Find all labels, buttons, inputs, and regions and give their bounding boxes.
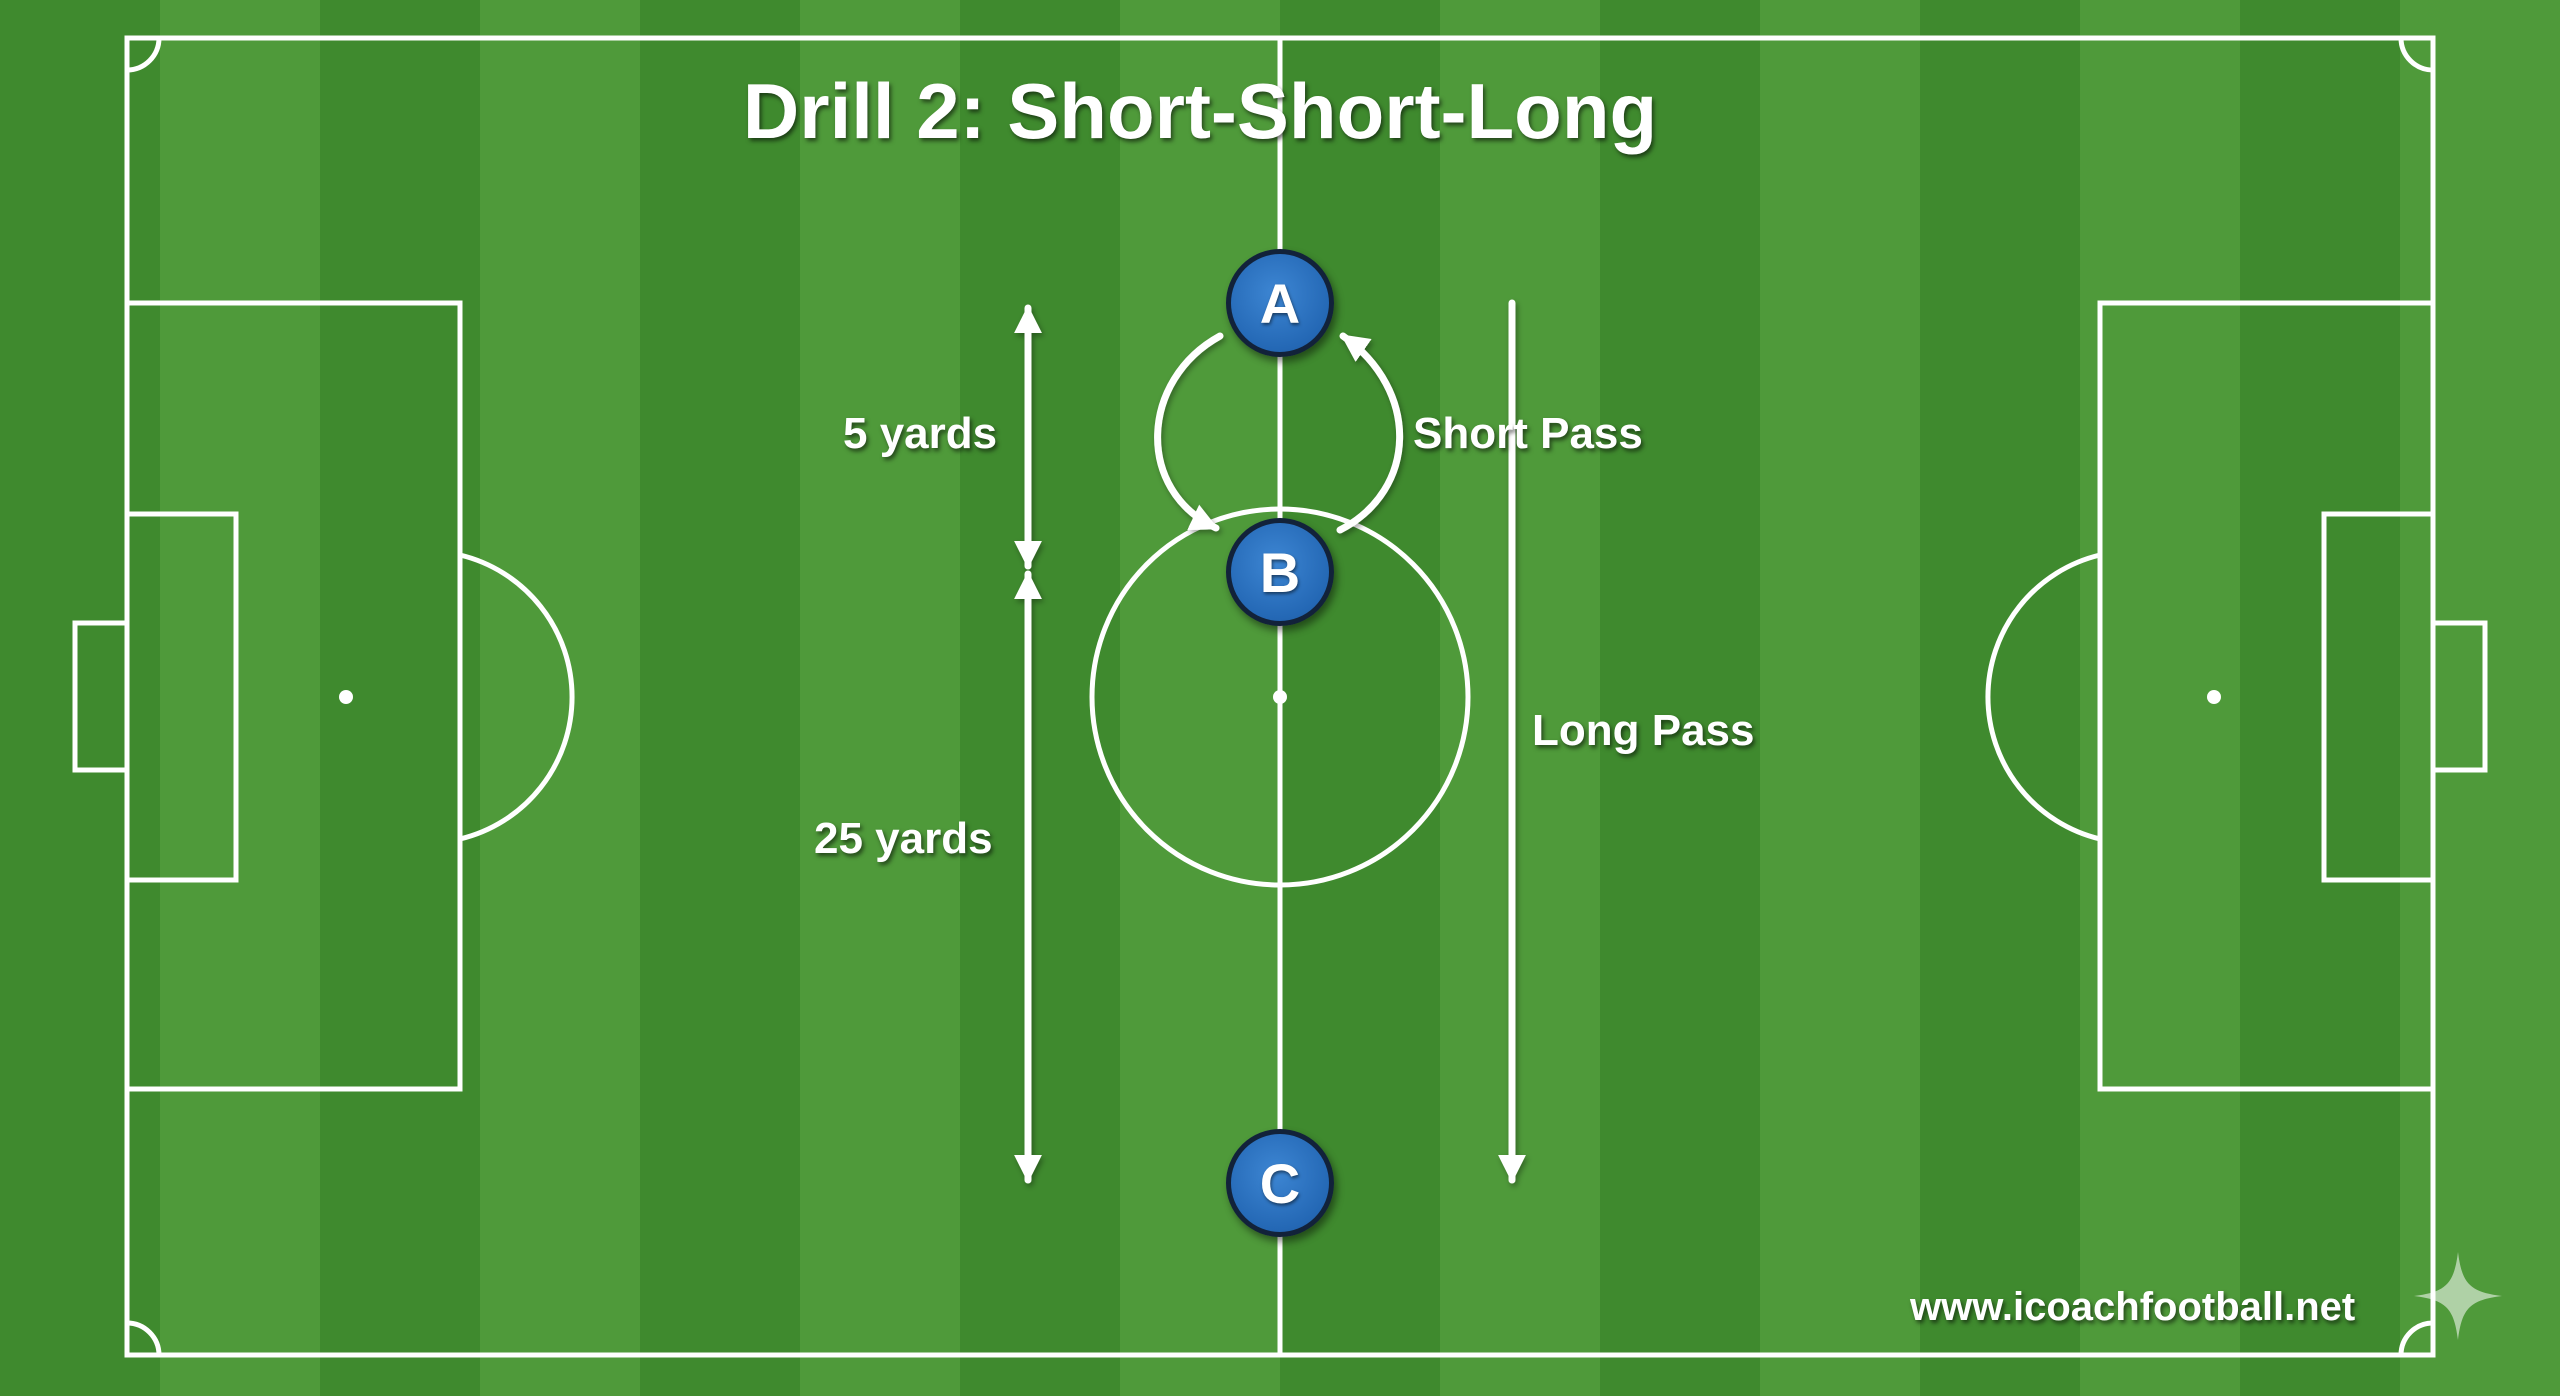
- pitch-stripe: [1600, 0, 1761, 1396]
- pitch-stripe: [800, 0, 961, 1396]
- corner-arc-top-right: [2398, 37, 2434, 73]
- drill-title: Drill 2: Short-Short-Long: [742, 67, 1658, 155]
- short-pass-label: Short Pass: [1413, 409, 1643, 458]
- player-a-marker: A: [1226, 249, 1334, 357]
- pitch-stripe: [160, 0, 321, 1396]
- pitch-stripe: [960, 0, 1121, 1396]
- player-c-marker: C: [1226, 1129, 1334, 1237]
- center-circle: [1089, 506, 1471, 888]
- pitch-stripe: [0, 0, 161, 1396]
- player-b-marker: B: [1226, 518, 1334, 626]
- pitch-stripe: [480, 0, 641, 1396]
- right-penalty-arc: [1985, 552, 2101, 842]
- left-goal: [72, 620, 130, 773]
- website-watermark: www.icoachfootball.net: [1910, 1285, 2356, 1329]
- drill-arrows: [1014, 299, 1526, 1184]
- sparkle-icon: [2414, 1252, 2502, 1340]
- short-pass-a-to-b-arrow: [1154, 332, 1224, 532]
- five-yards-label: 5 yards: [843, 409, 998, 458]
- corner-arc-bottom-left: [126, 1320, 162, 1356]
- twenty-five-yards-label: 25 yards: [814, 814, 993, 863]
- left-penalty-arc: [459, 552, 575, 842]
- short-pass-b-to-a-arrow: [1336, 332, 1404, 534]
- corner-arc-top-left: [126, 37, 162, 73]
- pitch-stripe: [2400, 0, 2560, 1396]
- pitch-stripe: [2240, 0, 2401, 1396]
- pitch-stripe: [1920, 0, 2081, 1396]
- pitch-spots: [339, 690, 2221, 704]
- long-pass-label: Long Pass: [1532, 706, 1755, 755]
- left-penalty-spot: [339, 690, 353, 704]
- pitch-stripe: [1440, 0, 1601, 1396]
- right-goal: [2430, 620, 2488, 773]
- center-spot: [1273, 690, 1287, 704]
- pitch-stripe: [640, 0, 801, 1396]
- corner-arc-bottom-right: [2398, 1320, 2434, 1356]
- right-penalty-spot: [2207, 690, 2221, 704]
- pitch-stripe: [1760, 0, 1921, 1396]
